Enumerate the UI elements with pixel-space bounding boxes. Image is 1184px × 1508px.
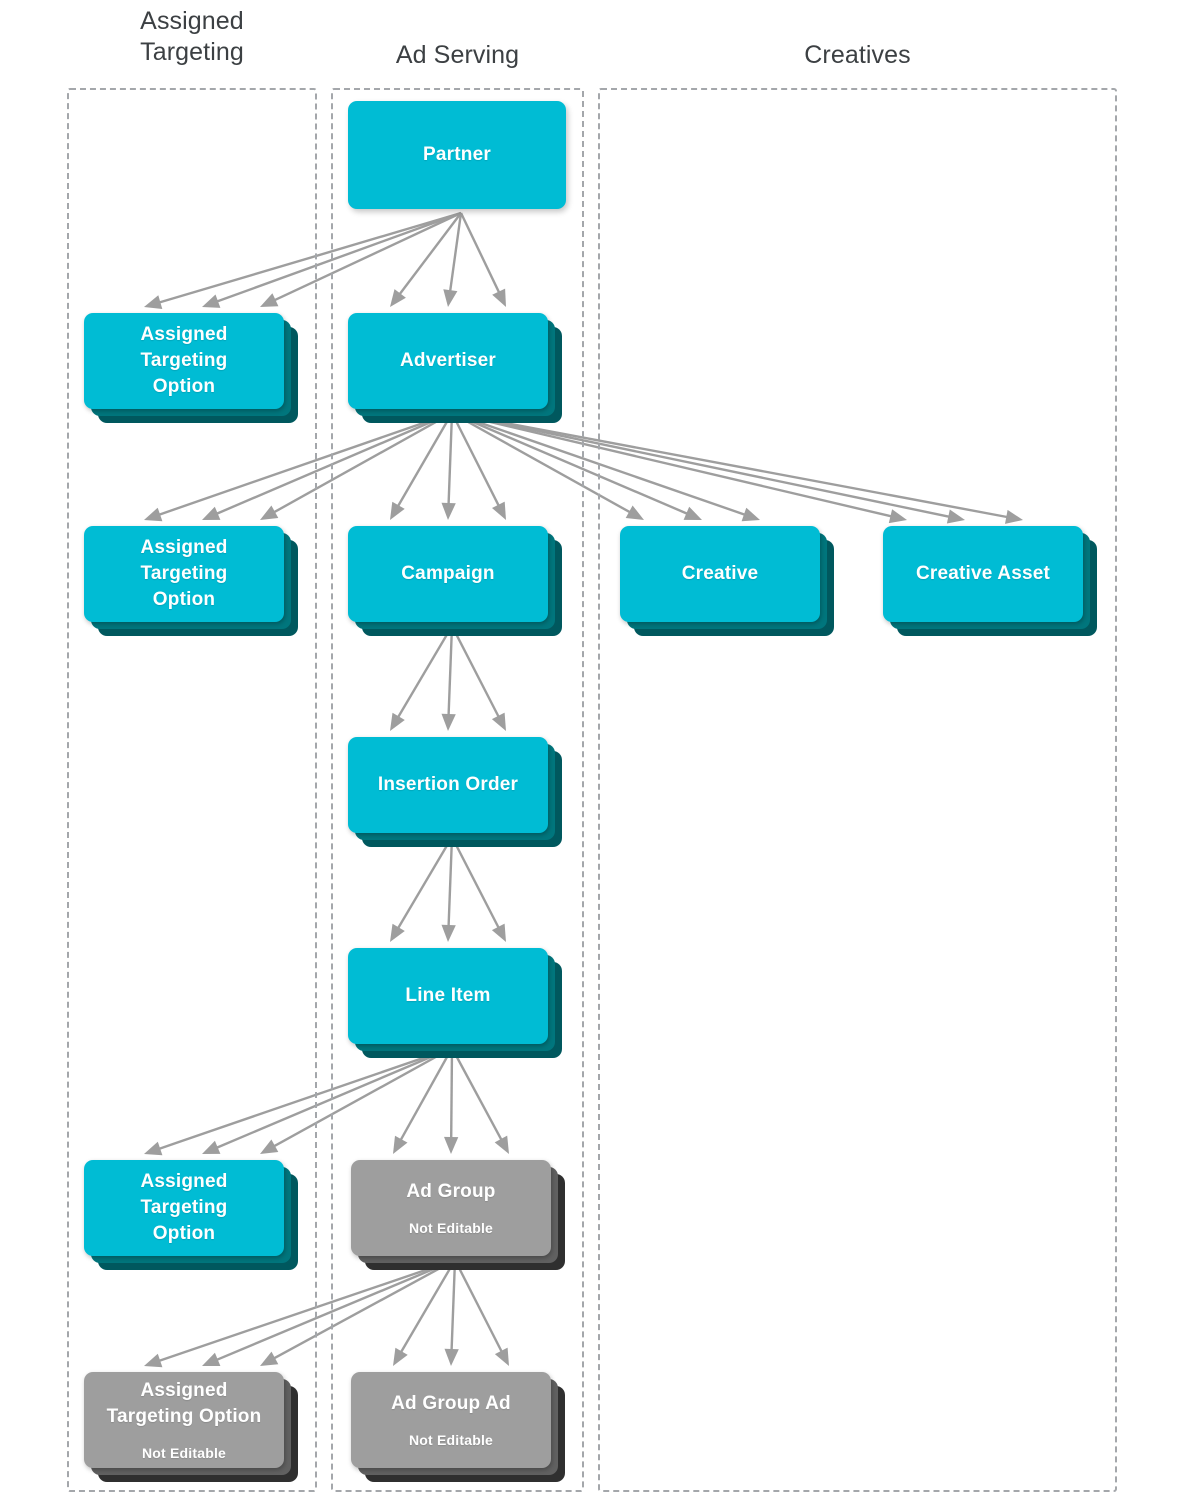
node-partner[interactable]: Partner	[348, 101, 566, 209]
node-not-editable-badge: Not Editable	[408, 1220, 494, 1236]
node-title: Ad Group Ad	[391, 1393, 511, 1414]
node-ato-advertiser[interactable]: Assigned Targeting Option	[84, 526, 298, 636]
node-title: Creative Asset	[915, 563, 1051, 584]
lane-header-assigned-targeting: Assigned Targeting	[140, 7, 244, 66]
node-title: Assigned Targeting Option	[106, 1380, 262, 1427]
node-sheet-l1: Ad Group Ad Not Editable	[351, 1372, 551, 1468]
node-title: Line Item	[405, 985, 491, 1006]
node-ato-partner[interactable]: Assigned Targeting Option	[84, 313, 298, 423]
node-sheet-l1: Assigned Targeting Option	[84, 1160, 284, 1256]
node-insertion-order[interactable]: Insertion Order	[348, 737, 562, 847]
lane-header-creatives: Creatives	[804, 41, 911, 69]
node-line-item[interactable]: Line Item	[348, 948, 562, 1058]
node-title: Advertiser	[400, 350, 496, 371]
node-title: Campaign	[401, 563, 495, 584]
node-title: Creative	[681, 563, 759, 584]
lane-header-ad-serving: Ad Serving	[395, 41, 520, 69]
node-title: Assigned Targeting Option	[140, 324, 228, 397]
node-title: Insertion Order	[377, 774, 519, 795]
node-not-editable-badge: Not Editable	[408, 1432, 494, 1448]
node-not-editable-badge: Not Editable	[141, 1445, 227, 1461]
node-sheet-l1: Partner	[348, 101, 566, 209]
node-sheet-l1: Insertion Order	[348, 737, 548, 833]
lane-ad-serving	[331, 88, 584, 1492]
lane-assigned-targeting	[67, 88, 317, 1492]
node-ad-group-ad[interactable]: Ad Group Ad Not Editable	[351, 1372, 565, 1482]
node-title: Ad Group	[406, 1181, 496, 1202]
node-sheet-l1: Assigned Targeting Option	[84, 526, 284, 622]
node-creative-asset[interactable]: Creative Asset	[883, 526, 1097, 636]
lane-creatives	[598, 88, 1117, 1492]
node-sheet-l1: Creative	[620, 526, 820, 622]
node-title: Assigned Targeting Option	[140, 537, 228, 610]
node-ato-line-item[interactable]: Assigned Targeting Option	[84, 1160, 298, 1270]
node-title: Assigned Targeting Option	[140, 1171, 228, 1244]
node-sheet-l1: Line Item	[348, 948, 548, 1044]
node-sheet-l1: Creative Asset	[883, 526, 1083, 622]
node-creative[interactable]: Creative	[620, 526, 834, 636]
node-advertiser[interactable]: Advertiser	[348, 313, 562, 423]
node-title: Partner	[423, 144, 491, 165]
node-sheet-l1: Advertiser	[348, 313, 548, 409]
node-campaign[interactable]: Campaign	[348, 526, 562, 636]
node-sheet-l1: Campaign	[348, 526, 548, 622]
node-sheet-l1: Assigned Targeting Option	[84, 313, 284, 409]
